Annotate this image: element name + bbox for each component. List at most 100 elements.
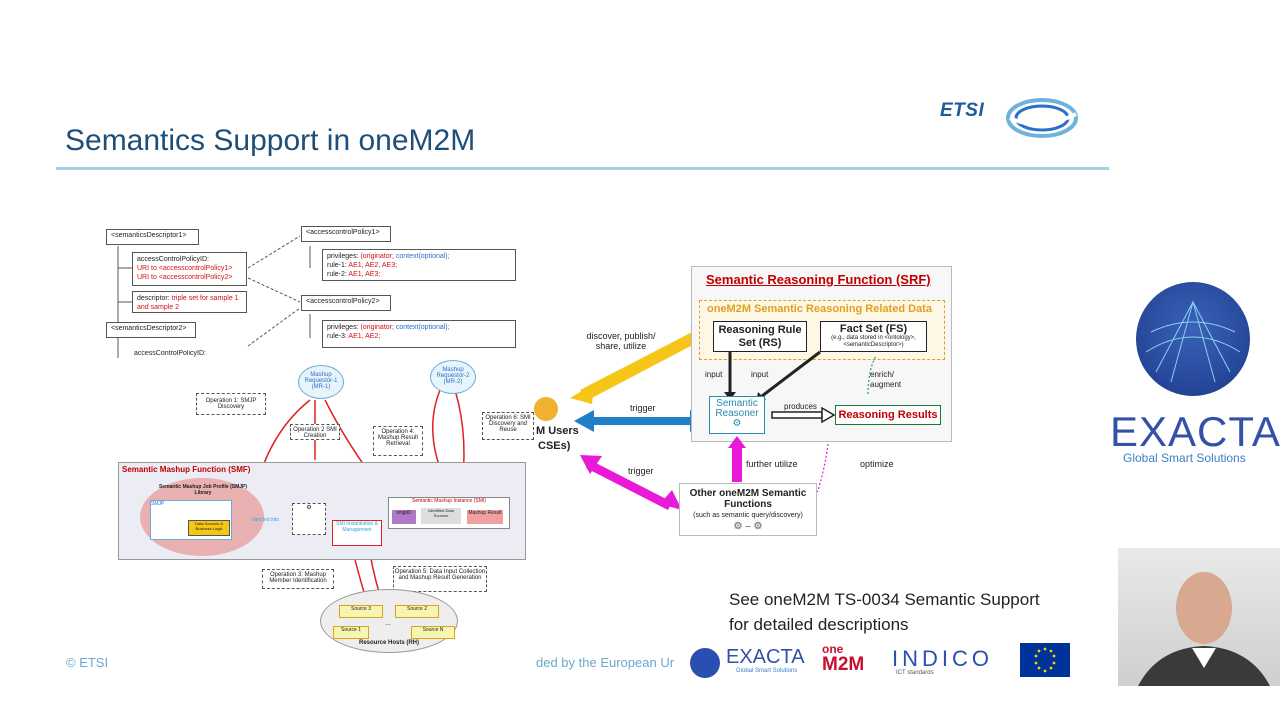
etsi-logo (940, 96, 1080, 140)
smi-instantiation: SMI Instantiation & Management (332, 520, 382, 546)
identified-cell: Identified Data Sources (421, 508, 461, 524)
acp2-rules: privileges: (originator; context(optiona… (322, 320, 516, 348)
fact-set-title: Fact Set (FS) (839, 323, 908, 335)
resource-hosts-label: Resource Hosts (RH) (358, 640, 419, 646)
other-title: Other oneM2M Semantic Functions (689, 488, 807, 510)
acp1-rule1-label: rule-1: (327, 262, 347, 269)
produces-label: produces (784, 402, 817, 411)
descriptor-box: descriptor: triple set for sample 1 and … (132, 291, 247, 313)
injected-label: Injected into (252, 517, 279, 523)
exacta-small-globe-icon (690, 648, 720, 678)
operation-4: Operation 4: Mashup Result Retrieval (373, 426, 423, 456)
exacta-small-text: EXACTA (726, 646, 805, 668)
acp1-priv-a: (originator; (360, 253, 394, 260)
smjp-label: SMJP (151, 501, 165, 507)
acp2-priv-a: (originator; (360, 324, 394, 331)
optimize-label: optimize (860, 459, 894, 469)
mashup-result-cell: Mashup Result (467, 510, 503, 524)
onem2m-m2m: M2M (822, 654, 865, 675)
fact-set: Fact Set (FS) (e.g., data stored in <ont… (820, 321, 927, 352)
operation-3: Operation 3: Mashup Member Identificatio… (262, 569, 334, 589)
acp-id-label: accessControlPolicyID: (137, 256, 209, 263)
acp-id-box: accessControlPolicyID: URI to <accesscon… (132, 252, 247, 286)
acp1-priv-b: context(optional); (395, 253, 450, 260)
acp1-rule2-label: rule-2: (327, 271, 347, 278)
mashup-requestor-1: Mashup Requestor-1 (MR-1) (298, 365, 344, 399)
acp1-rule2-value: AE1, AE3; (348, 271, 381, 278)
mashup-requestor-2: Mashup Requestor-2 (MR-2) (430, 360, 476, 394)
users-label-2: CSEs) (538, 440, 571, 452)
gear-icon: ⚙ (292, 503, 326, 535)
further-utilize-label: further utilize (746, 459, 798, 469)
sources-ellipsis: ... (385, 620, 391, 627)
operation-2: Operation 2 SMI Creation (290, 424, 340, 440)
title-underline (56, 167, 1109, 170)
acp1-priv-label: privileges: (327, 253, 359, 260)
reference-text: See oneM2M TS-0034 Semantic Support for … (729, 587, 1040, 637)
reasoner-gear-icon: ⚙ (732, 418, 742, 429)
access-control-policy-1: <accesscontrolPolicy1> (301, 226, 391, 242)
discover-label: discover, publish/ share, utilize (586, 331, 656, 351)
acp2-priv-label: privileges: (327, 324, 359, 331)
source-3: Source 3 (339, 605, 383, 618)
source-1: Source 1 (333, 626, 369, 639)
acp2-rule3-label: rule-3: (327, 333, 347, 340)
acp1-rules: privileges: (originator; context(optiona… (322, 249, 516, 281)
descriptor-value: triple set for sample 1 and sample 2 (137, 295, 239, 311)
source-n: Source N (411, 626, 455, 639)
indico-tag: ICT standards (896, 670, 934, 676)
smi-box: Semantic Mashup Instance (SMI) smjpID Id… (388, 497, 510, 529)
exacta-globe-icon (1136, 282, 1250, 396)
exacta-small-tag: Global Smart Solutions (736, 668, 798, 674)
input-label-1: input (705, 370, 723, 379)
smjp-library-label: Semantic Mashup Job Profile (SMJP) Libra… (158, 484, 248, 496)
footer-funding: ded by the European Ur (536, 655, 675, 670)
operation-6: Operation 6: SMI Discovery and Reuse (482, 412, 534, 440)
other-icons: ⚙ – ⚙ (733, 521, 763, 532)
smjpid-cell: smjpID (392, 510, 416, 524)
reference-line-2: for detailed descriptions (729, 615, 909, 634)
other-note: (such as semantic query/discovery) (693, 512, 803, 519)
presenter-video[interactable] (1118, 548, 1280, 686)
semantic-reasoner: Semantic Reasoner ⚙ (709, 396, 765, 434)
operation-1: Operation 1: SMJP Discovery (196, 393, 266, 415)
users-label: M Users (536, 425, 579, 437)
sd2-partial: accessControlPolicyID: (134, 350, 206, 357)
uri-2: URI to <accesscontrolPolicy2> (137, 274, 233, 281)
enrich-label: enrich/ augment (870, 370, 902, 389)
source-2: Source 2 (395, 605, 439, 618)
reasoning-rule-set: Reasoning Rule Set (RS) (713, 321, 807, 352)
eu-flag-icon (1020, 643, 1070, 677)
users-icon (534, 397, 558, 421)
data-sources: Data Sources & Business Logic (188, 520, 230, 536)
further-arrows (728, 436, 829, 492)
slide-title: Semantics Support in oneM2M (65, 124, 476, 157)
acp2-priv-b: context(optional); (395, 324, 450, 331)
other-semantic-functions: Other oneM2M Semantic Functions (such as… (679, 483, 817, 536)
srf-title: Semantic Reasoning Function (SRF) (706, 272, 931, 287)
smi-title: Semantic Mashup Instance (SMI) (412, 498, 486, 504)
etsi-logo-text: ETSI (940, 100, 985, 121)
descriptor-label: descriptor: (137, 295, 170, 302)
uri-1: URI to <accesscontrolPolicy1> (137, 265, 233, 272)
partner-logos: EXACTA Global Smart Solutions one M2M IN… (690, 640, 1074, 680)
acp2-rule3-value: AE1, AE2; (348, 333, 381, 340)
smf-title: Semantic Mashup Function (SMF) (122, 465, 251, 474)
exacta-logo-text: EXACTA (1110, 408, 1280, 455)
reasoning-results: Reasoning Results (835, 405, 941, 425)
reference-line-1: See oneM2M TS-0034 Semantic Support (729, 590, 1040, 609)
trigger-label-2: trigger (628, 466, 654, 476)
resource-hosts (320, 589, 458, 653)
fact-set-note: (e.g., data stored in <ontology>, <seman… (831, 335, 916, 348)
footer-copyright: © ETSI (66, 655, 109, 670)
indico-text: INDICO (892, 646, 993, 671)
trigger-label-1: trigger (630, 403, 656, 413)
access-control-policy-2: <accesscontrolPolicy2> (301, 295, 391, 311)
descriptor-connectors (117, 235, 311, 358)
input-label-2: input (751, 370, 769, 379)
reasoner-label: Semantic Reasoner (715, 398, 759, 419)
related-data-title: oneM2M Semantic Reasoning Related Data (707, 303, 932, 315)
acp1-rule1-value: AE1, AE2, AE3; (348, 262, 398, 269)
operation-5: Operation 5: Data Input Collection and M… (393, 566, 487, 592)
onem2m-one: one (822, 642, 844, 656)
